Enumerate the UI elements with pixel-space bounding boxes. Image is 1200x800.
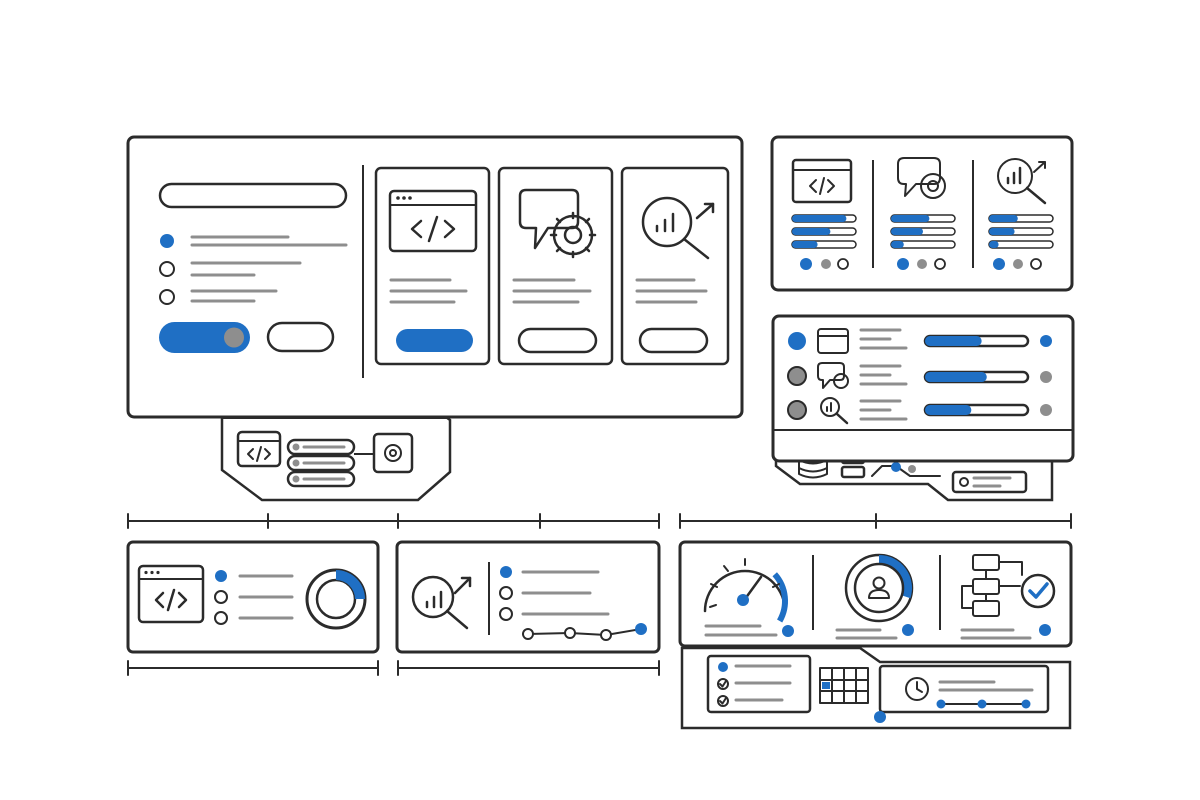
- pager-dot[interactable]: [1013, 259, 1023, 269]
- flowchart-check-icon: [961, 554, 1056, 617]
- gauge-panel: [678, 540, 1073, 648]
- pager-dot[interactable]: [837, 258, 849, 270]
- pager-dot[interactable]: [993, 258, 1005, 270]
- magnifier-chart-icon: [411, 575, 472, 630]
- radio-option[interactable]: [215, 570, 227, 582]
- list-row[interactable]: [788, 328, 1052, 354]
- card-primary-button[interactable]: [396, 329, 473, 352]
- code-window-icon: [388, 189, 478, 253]
- radio-option[interactable]: [499, 586, 513, 600]
- stat-bar-fill: [891, 215, 930, 222]
- card-secondary-button[interactable]: [638, 327, 709, 354]
- stat-bar-fill: [891, 228, 923, 235]
- stats-bars: [791, 214, 1054, 249]
- code-window-icon: [817, 328, 849, 354]
- magnifier-chart-icon: [997, 158, 1047, 205]
- pager-dot[interactable]: [917, 259, 927, 269]
- stat-bar-fill: [891, 241, 904, 248]
- card-secondary-button[interactable]: [517, 327, 598, 354]
- stat-bar-fill: [989, 215, 1018, 222]
- radio-option[interactable]: [500, 566, 512, 578]
- speedometer-icon: [703, 558, 788, 623]
- stat-bar-fill: [989, 241, 999, 248]
- stats-panel: [770, 135, 1074, 292]
- radio-option[interactable]: [159, 261, 175, 277]
- pager-dot[interactable]: [1030, 258, 1042, 270]
- chat-gear-icon: [897, 157, 946, 199]
- timeline-panel: [395, 540, 661, 654]
- clock-icon: [905, 677, 929, 701]
- code-window-icon: [137, 564, 205, 624]
- stat-bar-fill: [792, 241, 818, 248]
- gauge-panel-footer: [680, 646, 1072, 730]
- time-slider[interactable]: [936, 699, 1031, 709]
- timeline-track[interactable]: [522, 623, 647, 641]
- calendar-grid-icon: [819, 667, 869, 704]
- footer-field[interactable]: [951, 470, 1028, 494]
- radio-option[interactable]: [160, 234, 174, 248]
- feature-card-analytics[interactable]: [620, 166, 730, 366]
- magnifier-chart-icon: [641, 196, 715, 260]
- list-panel: [771, 314, 1075, 463]
- progress-donut: [305, 568, 367, 630]
- search-input[interactable]: [158, 182, 348, 209]
- secondary-button[interactable]: [266, 321, 335, 353]
- radio-list: [159, 234, 348, 305]
- feature-card-code[interactable]: [374, 166, 491, 366]
- list-row[interactable]: [787, 362, 1052, 389]
- connector-node: [891, 462, 901, 472]
- connector-node: [874, 711, 886, 723]
- pager-dot[interactable]: [897, 258, 909, 270]
- feature-card-support[interactable]: [497, 166, 614, 366]
- pager-dot[interactable]: [821, 259, 831, 269]
- main-connector-footer: [202, 396, 452, 502]
- main-panel: [126, 135, 744, 419]
- list-row[interactable]: [787, 397, 1052, 425]
- chat-gear-icon: [518, 188, 597, 259]
- connector-list: [286, 438, 374, 488]
- user-donut-icon: [844, 553, 914, 623]
- radio-option[interactable]: [214, 590, 228, 604]
- toggle-switch[interactable]: [159, 322, 250, 353]
- pager-dot[interactable]: [934, 258, 946, 270]
- radio-option[interactable]: [214, 611, 228, 625]
- stat-bar-fill: [989, 228, 1015, 235]
- gear-icon: [372, 432, 414, 474]
- code-window-icon: [791, 158, 853, 204]
- magnifier-chart-icon: [820, 397, 849, 425]
- donut-panel: [126, 540, 380, 654]
- stat-bar-fill: [792, 228, 831, 235]
- code-window-icon: [236, 430, 282, 468]
- pager-dot[interactable]: [800, 258, 812, 270]
- dimension-ruler: [127, 513, 1072, 676]
- pager-dots: [800, 258, 1042, 270]
- radio-option[interactable]: [499, 607, 513, 621]
- radio-option[interactable]: [159, 289, 175, 305]
- stat-bar-fill: [792, 215, 847, 222]
- chat-gear-icon: [817, 362, 849, 389]
